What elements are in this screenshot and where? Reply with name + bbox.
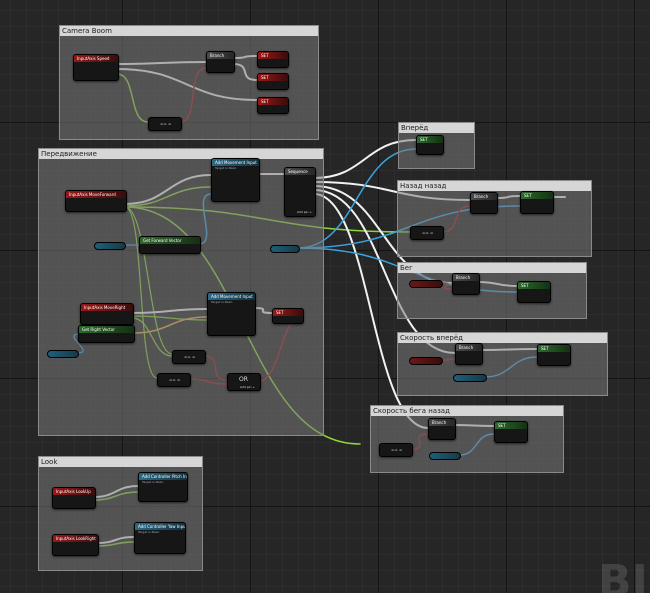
comment-camera-title: Camera Boom <box>60 26 318 36</box>
sequence-node-title: Sequence <box>285 168 315 175</box>
branch-node-back-title: Branch <box>471 193 497 200</box>
set-node-2[interactable]: SET <box>257 73 289 90</box>
add-movement-input-node-2[interactable]: Add Movement Input Target is Pawn <box>207 292 256 336</box>
set-node-side[interactable]: SET <box>517 281 551 303</box>
comment-side-title: Бег <box>398 263 586 273</box>
input-speed-event-node[interactable]: InputAxis Speed <box>73 54 119 81</box>
variable-node-center[interactable] <box>270 245 300 253</box>
add-pitch-target: Target is Pawn <box>142 480 164 484</box>
branch-node-side-title: Branch <box>453 274 479 281</box>
engine-watermark: BI <box>598 556 648 593</box>
input-look-up-title: InputAxis LookUp <box>53 488 95 495</box>
compare-node-mid-2-label: == = <box>169 377 181 382</box>
variable-node-left-1[interactable] <box>94 242 126 250</box>
set-node-3-title: SET <box>258 98 288 105</box>
compare-node-back-label: == = <box>422 230 434 235</box>
input-move-right-event-node[interactable]: InputAxis MoveRight <box>80 303 134 325</box>
set-node-forward-title: SET <box>417 136 443 143</box>
or-node[interactable]: OR Add pin + <box>227 373 261 391</box>
set-node-run-forward-title: SET <box>538 345 570 352</box>
sequence-node[interactable]: Sequence Add pin + <box>284 167 316 217</box>
input-move-forward-title: InputAxis MoveForward <box>66 191 126 198</box>
compare-node-back[interactable]: == = <box>410 226 444 240</box>
compare-node-top-label: == = <box>160 121 172 126</box>
input-look-right-event-node[interactable]: InputAxis LookRight <box>52 534 99 556</box>
or-node-add-pin[interactable]: Add pin + <box>240 385 255 389</box>
add-movement-input-2-title: Add Movement Input <box>208 293 255 300</box>
compare-node-top[interactable]: == = <box>148 117 182 131</box>
get-right-vector-title: Get Right Vector <box>79 326 134 333</box>
variable-node-run-forward-2[interactable] <box>453 374 487 382</box>
set-node-3[interactable]: SET <box>257 97 289 114</box>
add-pitch-title: Add Controller Pitch Input <box>139 473 187 480</box>
comment-look-title: Look <box>39 457 202 467</box>
variable-node-left-2[interactable] <box>47 350 79 358</box>
compare-node-mid-1[interactable]: == = <box>172 350 206 364</box>
set-node-2-title: SET <box>258 74 288 81</box>
compare-node-run-back-label: == = <box>391 447 403 452</box>
set-node-forward[interactable]: SET <box>416 135 444 155</box>
add-movement-input-node-1[interactable]: Add Movement Input Target is Pawn <box>211 158 260 202</box>
set-node-run-forward[interactable]: SET <box>537 344 571 366</box>
branch-node-run-forward[interactable]: Branch <box>455 343 483 365</box>
comment-back-title: Назад назад <box>398 181 591 191</box>
set-node-4[interactable]: SET <box>272 308 304 324</box>
add-movement-input-2-target: Target is Pawn <box>211 300 233 304</box>
set-node-side-title: SET <box>518 282 550 289</box>
input-move-forward-event-node[interactable]: InputAxis MoveForward <box>65 190 127 212</box>
sequence-add-pin[interactable]: Add pin + <box>297 210 312 214</box>
comment-movement-title: Передвижение <box>39 149 323 159</box>
set-node-back-title: SET <box>521 192 553 199</box>
variable-node-run-forward-1[interactable] <box>409 357 443 365</box>
set-node-1-title: SET <box>258 52 288 59</box>
comment-run-back-title: Скорость бега назад <box>371 406 563 416</box>
get-right-vector-node[interactable]: Get Right Vector <box>78 325 135 343</box>
comment-side[interactable]: Бег <box>397 262 587 319</box>
comment-run-forward-title: Скорость вперёд <box>398 333 607 343</box>
branch-node-run-forward-title: Branch <box>456 344 482 351</box>
get-forward-vector-node[interactable]: Get Forward Vector <box>139 236 201 254</box>
branch-node-back[interactable]: Branch <box>470 192 498 214</box>
compare-node-mid-1-label: == = <box>184 354 196 359</box>
branch-node-top-title: Branch <box>207 52 234 59</box>
compare-node-run-back[interactable]: == = <box>379 443 413 457</box>
variable-node-run-back[interactable] <box>429 452 461 460</box>
add-yaw-target: Target is Pawn <box>138 530 160 534</box>
branch-node-run-back[interactable]: Branch <box>428 418 456 440</box>
add-yaw-title: Add Controller Yaw Input <box>135 523 185 530</box>
input-move-right-title: InputAxis MoveRight <box>81 304 133 311</box>
add-movement-input-1-title: Add Movement Input <box>212 159 259 166</box>
add-pitch-node[interactable]: Add Controller Pitch Input Target is Paw… <box>138 472 188 502</box>
input-look-up-event-node[interactable]: InputAxis LookUp <box>52 487 96 509</box>
set-node-1[interactable]: SET <box>257 51 289 68</box>
variable-node-side[interactable] <box>409 280 443 288</box>
comment-forward-title: Вперёд <box>399 123 474 133</box>
comment-run-back[interactable]: Скорость бега назад <box>370 405 564 473</box>
branch-node-side[interactable]: Branch <box>452 273 480 295</box>
set-node-4-title: SET <box>273 309 303 316</box>
set-node-run-back-title: SET <box>495 422 527 429</box>
add-movement-input-1-target: Target is Pawn <box>215 166 237 170</box>
input-look-right-title: InputAxis LookRight <box>53 535 98 542</box>
add-yaw-node[interactable]: Add Controller Yaw Input Target is Pawn <box>134 522 186 554</box>
branch-node-top[interactable]: Branch <box>206 51 235 73</box>
branch-node-run-back-title: Branch <box>429 419 455 426</box>
set-node-run-back[interactable]: SET <box>494 421 528 443</box>
input-speed-title: InputAxis Speed <box>74 55 118 62</box>
get-forward-vector-title: Get Forward Vector <box>140 237 200 244</box>
or-node-label: OR <box>239 376 248 383</box>
set-node-back[interactable]: SET <box>520 191 554 214</box>
compare-node-mid-2[interactable]: == = <box>157 373 191 387</box>
